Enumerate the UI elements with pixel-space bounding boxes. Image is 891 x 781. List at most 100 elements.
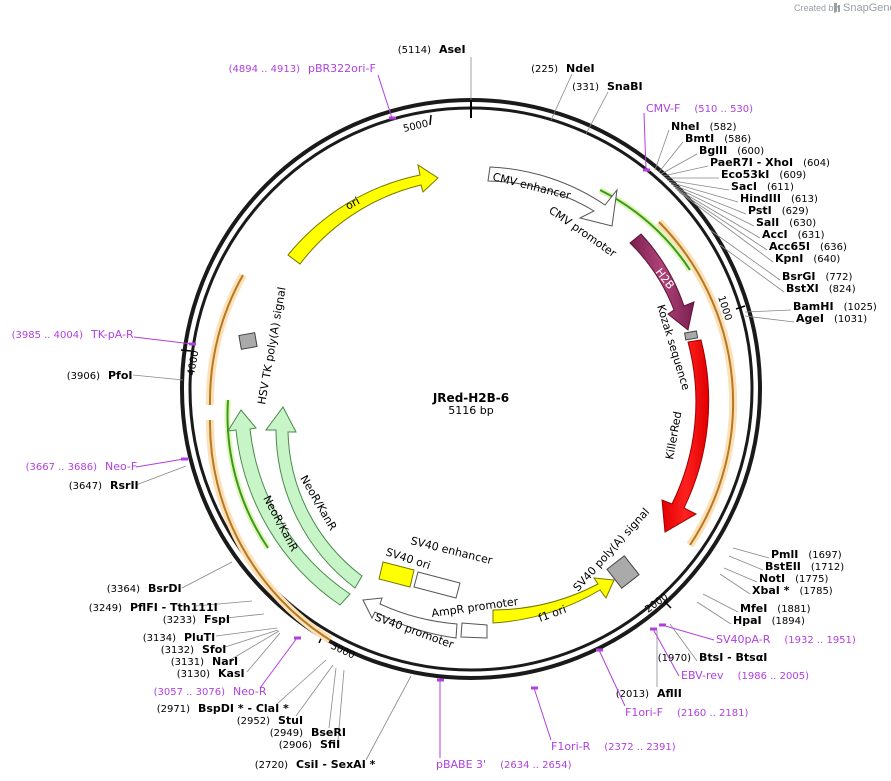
kozak-feature[interactable] [683,330,699,341]
enzyme-pluti[interactable]: PluTI(3134) [143,627,278,644]
primer-connector [259,637,298,689]
enzyme-name: NotI [759,572,785,585]
enzyme-connector [229,630,280,661]
enzyme-bsrgi[interactable]: BsrGI(772) [709,229,852,283]
enzyme-bglii[interactable]: BglII(600) [660,144,764,175]
killerred-label: KillerRed [663,410,684,460]
primer-pbabe-3[interactable]: pBABE 3'(2634 .. 2654) [436,678,572,772]
enzyme-pflfi-tth111i[interactable]: PflFI - Tth111I(3249) [89,600,253,614]
primer-name: Neo-R [233,685,267,698]
enzyme-bsteii[interactable]: BstEII (1712) [728,555,844,573]
enzyme-connector [585,91,609,135]
primer-f1ori-f[interactable]: F1ori-F(2160 .. 2181) [596,648,748,720]
enzyme-psti[interactable]: PstI(629) [670,183,809,217]
enzyme-nari[interactable]: NarI(3131) [171,630,280,668]
enzyme-name: NarI [212,655,238,668]
primer-site-mark [659,623,666,627]
enzyme-kasi[interactable]: KasI(3130) [177,632,281,680]
orf-arc-2-line [208,419,331,641]
primer-pbr322ori-f[interactable]: pBR322ori-F(4894 .. 4913) [229,62,396,120]
enzyme-position: (1712) [811,562,844,573]
enzyme-bmti[interactable]: BmtI(586) [658,132,751,173]
enzyme-agei[interactable]: AgeI(1031) [744,312,867,325]
enzyme-position: (1970) [658,653,691,664]
primer-name: pBR322ori-F [308,62,376,75]
enzyme-position: (2720) [255,760,288,771]
ampr-promoter-feature[interactable] [460,622,488,639]
cmv-enhancer-feature[interactable] [487,166,618,227]
enzyme-position: (1025) [844,302,877,313]
enzyme-connector [668,181,739,203]
enzyme-saci[interactable]: SacI(611) [666,179,794,193]
enzyme-sali[interactable]: SalI(630) [672,185,816,229]
enzyme-xbai[interactable]: XbaI *(1785) [719,573,833,597]
enzyme-mfei[interactable]: MfeI(1881) [702,593,811,615]
enzyme-eco53ki[interactable]: Eco53kI(609) [665,168,806,181]
enzyme-name: BstEII [765,560,801,573]
killerred-feature[interactable] [661,339,710,533]
enzyme-connector [676,189,768,251]
enzyme-name: PluTI [184,631,215,644]
enzyme-connector [670,183,747,215]
primer-connector [598,649,626,707]
enzyme-name: SfiI [320,738,340,751]
enzyme-pmli[interactable]: PmlI(1697) [732,547,842,561]
enzyme-connector [666,179,730,191]
primer-cmv-f[interactable]: CMV-F(510 .. 530) [643,102,753,172]
sv40-polya-feature[interactable] [606,555,640,589]
enzyme-acci[interactable]: AccI(631) [674,187,825,241]
enzyme-nhei[interactable]: NheI(582) [654,120,737,171]
enzyme-rsrii[interactable]: RsrII(3647) [69,465,187,492]
sv40-promoter-feature[interactable] [362,597,458,639]
enzyme-position: (2013) [616,689,649,700]
enzyme-snabi[interactable]: SnaBI(331) [572,80,643,135]
neor-kanr-outer-feature[interactable] [227,409,351,606]
enzyme-bsrdi[interactable]: BsrDI(3364) [107,561,233,595]
enzyme-sfoi[interactable]: SfoI(3132) [161,629,279,656]
primer-connector [133,336,193,345]
sv40-enhancer-feature[interactable] [413,571,461,599]
enzyme-bstxi[interactable]: BstXI(824) [719,244,856,295]
ori-feature[interactable] [287,163,439,265]
enzyme-bseri[interactable]: BseRI(2949) [270,667,346,739]
enzyme-position: (2971) [157,704,190,715]
enzyme-name: BsrGI [782,270,815,283]
enzyme-asei[interactable]: AseI(5114) [398,43,472,100]
enzyme-pfoi[interactable]: PfoI(3906) [67,369,184,382]
enzyme-fspi[interactable]: FspI(3233) [163,613,265,626]
enzyme-connector [723,567,758,583]
enzyme-kpni[interactable]: KpnI(640) [678,191,840,265]
enzyme-csii-sexai[interactable]: CsiI - SexAI *(2720) [255,675,412,771]
f1-ori-feature[interactable] [492,577,615,624]
enzyme-position: (600) [737,146,764,157]
neor-kanr-inner-feature[interactable] [265,406,363,589]
enzyme-btsi-bts-i[interactable]: BtsI - BtsαI(1970) [658,623,768,664]
primer-tk-pa-r[interactable]: TK-pA-R(3985 .. 4004) [12,328,196,346]
primer-neo-f[interactable]: Neo-F(3667 .. 3686) [26,457,188,474]
enzyme-connector [660,153,698,175]
ori-label: ori [343,194,362,212]
sv40-ori-feature[interactable] [378,561,415,588]
primer-sv40pa-r[interactable]: SV40pA-R(1932 .. 1951) [659,623,856,647]
hsv-tk-polya-feature[interactable] [238,332,258,350]
enzyme-hpai[interactable]: HpaI(1894) [696,601,805,627]
enzyme-ndei[interactable]: NdeI(225) [531,62,595,121]
primer-f1ori-r[interactable]: F1ori-R(2372 .. 2391) [531,686,676,754]
enzyme-position: (630) [789,218,816,229]
enzyme-acc65i[interactable]: Acc65I(636) [676,189,847,253]
enzyme-hindiii[interactable]: HindIII(613) [668,181,818,205]
enzyme-paer7i-xhoi[interactable]: PaeR7I - XhoI(604) [662,156,830,177]
enzyme-stui[interactable]: StuI(2952) [237,664,334,727]
primer-name: TK-pA-R [90,328,134,341]
tick-4000: 4000 [186,350,201,377]
enzyme-noti[interactable]: NotI(1775) [723,567,828,585]
enzyme-connector [550,73,573,121]
h2b-feature[interactable] [629,233,695,331]
primer-ebv-rev[interactable]: EBV-rev(1986 .. 2005) [650,627,809,683]
enzyme-bspdi-clai[interactable]: BspDI * - ClaI *(2971) [157,659,327,715]
enzyme-sfii[interactable]: SfiI(2906) [279,669,345,751]
primer-neo-r[interactable]: Neo-R(3057 .. 3076) [154,636,301,699]
enzyme-bamhi[interactable]: BamHI(1025) [744,300,877,313]
backbone-inner [188,106,754,672]
enzyme-aflii[interactable]: AflII(2013) [616,630,682,700]
